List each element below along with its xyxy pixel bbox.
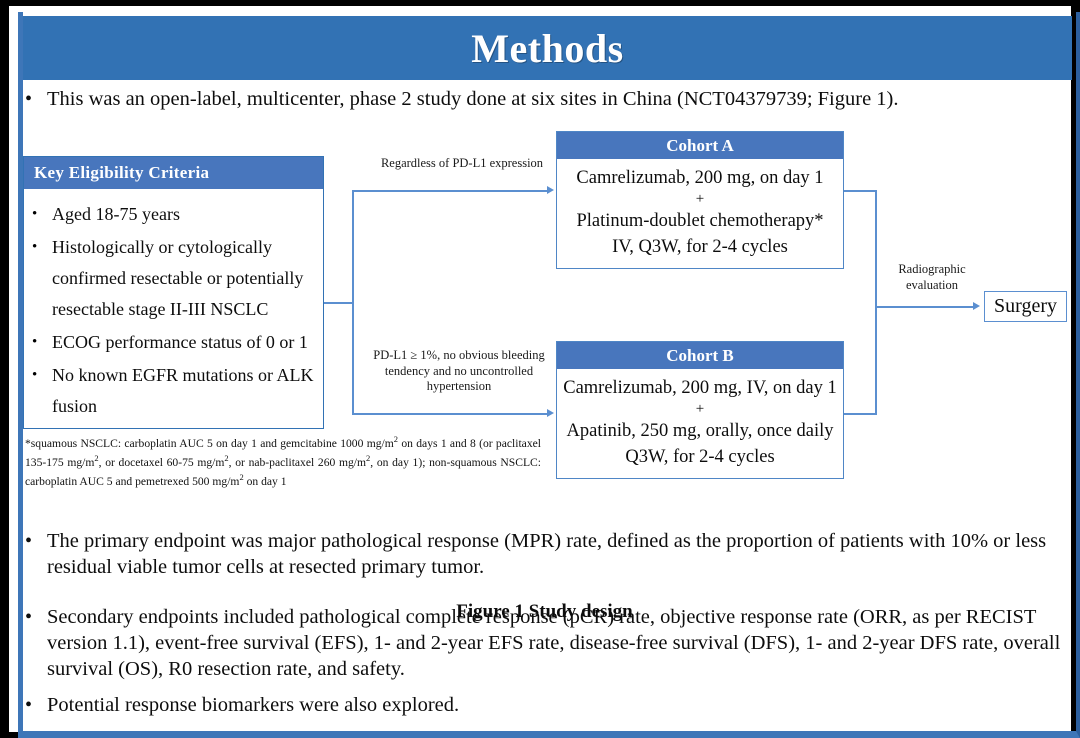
list-item: • Histologically or cytologically confir… bbox=[32, 232, 317, 325]
list-item: • Aged 18-75 years bbox=[32, 199, 317, 230]
annotation-pdl1-criteria: PD-L1 ≥ 1%, no obvious bleeding tendency… bbox=[373, 348, 545, 393]
connector-to-surgery bbox=[875, 306, 975, 308]
page-title: Methods bbox=[471, 25, 624, 71]
bullet-marker: • bbox=[25, 694, 33, 716]
cohort-a-line3: IV, Q3W, for 2-4 cycles bbox=[612, 237, 788, 257]
eligibility-list: • Aged 18-75 years • Histologically or c… bbox=[24, 189, 323, 422]
connector-stem-left bbox=[324, 302, 353, 304]
arrowhead-cohort-b bbox=[547, 409, 554, 417]
primary-endpoint-bullet: • The primary endpoint was major patholo… bbox=[25, 528, 1063, 580]
cohort-b-header: Cohort B bbox=[557, 342, 843, 369]
intro-bullet-text: This was an open-label, multicenter, pha… bbox=[47, 88, 899, 110]
figure-caption: Figure 1 Study design bbox=[456, 601, 633, 622]
list-item-label: ECOG performance status of 0 or 1 bbox=[52, 332, 308, 352]
eligibility-header: Key Eligibility Criteria bbox=[24, 157, 323, 189]
cohort-a-box: Cohort A Camrelizumab, 200 mg, on day 1 … bbox=[556, 131, 844, 269]
connector-from-cohort-b bbox=[844, 413, 877, 415]
cohort-b-box: Cohort B Camrelizumab, 200 mg, IV, on da… bbox=[556, 341, 844, 479]
bullet-marker: • bbox=[32, 334, 38, 350]
list-item: • ECOG performance status of 0 or 1 bbox=[32, 327, 317, 358]
list-item-label: Histologically or cytologically confirme… bbox=[52, 237, 304, 319]
list-item-label: No known EGFR mutations or ALK fusion bbox=[52, 365, 314, 416]
biomarkers-text: Potential response biomarkers were also … bbox=[47, 694, 460, 716]
cohort-b-body: Camrelizumab, 200 mg, IV, on day 1 + Apa… bbox=[557, 369, 843, 478]
cohort-a-line1: Camrelizumab, 200 mg, on day 1 bbox=[576, 168, 824, 188]
bullet-marker: • bbox=[32, 367, 38, 383]
connector-merge-vertical bbox=[875, 190, 877, 414]
arrowhead-cohort-a bbox=[547, 186, 554, 194]
cohort-b-line1: Camrelizumab, 200 mg, IV, on day 1 bbox=[563, 378, 837, 398]
cohort-b-plus: + bbox=[695, 401, 705, 417]
connector-to-cohort-a bbox=[352, 190, 547, 192]
annotation-radiographic-evaluation: Radiographic evaluation bbox=[898, 262, 966, 292]
connector-from-cohort-a bbox=[844, 190, 877, 192]
list-item-label: Aged 18-75 years bbox=[52, 204, 180, 224]
connector-vertical-split bbox=[352, 190, 354, 414]
bullet-marker: • bbox=[32, 239, 38, 255]
connector-to-cohort-b bbox=[352, 413, 547, 415]
cohort-a-plus: + bbox=[695, 191, 705, 207]
bullet-marker: • bbox=[25, 530, 33, 552]
bullet-marker: • bbox=[25, 88, 33, 110]
biomarkers-bullet: • Potential response biomarkers were als… bbox=[25, 692, 1063, 718]
bullet-marker: • bbox=[32, 206, 38, 222]
arrowhead-surgery bbox=[973, 302, 980, 310]
slide-title-bar: Methods bbox=[23, 16, 1072, 80]
cohort-b-line3: Q3W, for 2-4 cycles bbox=[625, 447, 775, 467]
cohort-b-line2: Apatinib, 250 mg, orally, once daily bbox=[566, 421, 834, 441]
secondary-endpoint-bullet: • Secondary endpoints included pathologi… bbox=[25, 604, 1063, 682]
list-item: • No known EGFR mutations or ALK fusion bbox=[32, 360, 317, 422]
intro-bullet: • This was an open-label, multicenter, p… bbox=[25, 86, 1060, 112]
secondary-endpoint-text: Secondary endpoints included pathologica… bbox=[47, 606, 1061, 680]
cohort-a-line2: Platinum-doublet chemotherapy* bbox=[576, 211, 824, 231]
chemotherapy-footnote: *squamous NSCLC: carboplatin AUC 5 on da… bbox=[25, 434, 541, 488]
surgery-box: Surgery bbox=[984, 291, 1067, 322]
cohort-a-header: Cohort A bbox=[557, 132, 843, 159]
cohort-a-body: Camrelizumab, 200 mg, on day 1 + Platinu… bbox=[557, 159, 843, 268]
study-design-figure: Key Eligibility Criteria • Aged 18-75 ye… bbox=[9, 116, 1080, 622]
eligibility-criteria-box: Key Eligibility Criteria • Aged 18-75 ye… bbox=[23, 156, 324, 429]
primary-endpoint-text: The primary endpoint was major pathologi… bbox=[47, 530, 1047, 578]
annotation-regardless-pdl1: Regardless of PD-L1 expression bbox=[380, 156, 544, 170]
bullet-marker: • bbox=[25, 606, 33, 628]
